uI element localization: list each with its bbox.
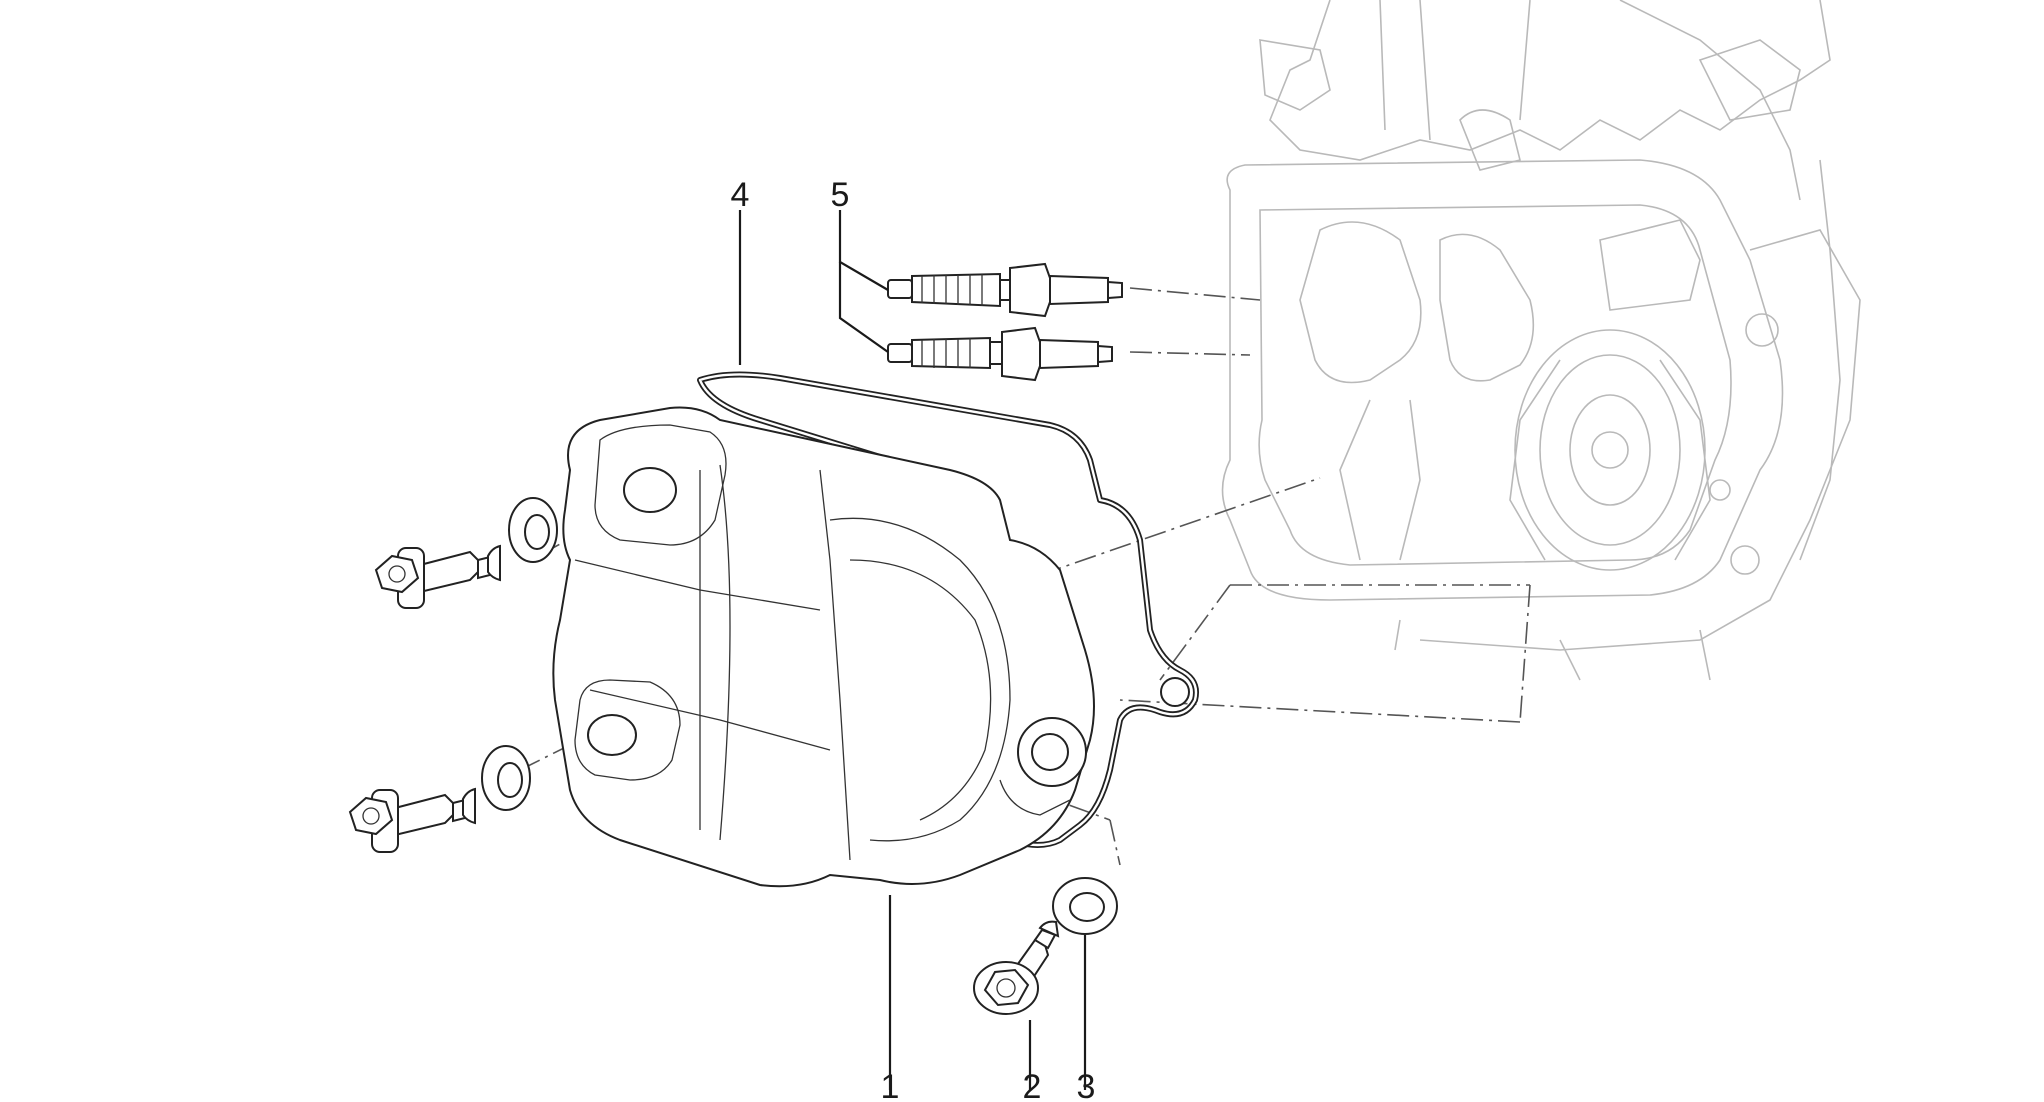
callout-labels: 4 5 1 2 3 bbox=[731, 176, 1096, 1102]
callout-5: 5 bbox=[831, 176, 850, 214]
engine-background bbox=[1221, 0, 1861, 681]
bolt-upper bbox=[374, 544, 501, 609]
washer-bottom bbox=[1052, 877, 1118, 935]
bolt-bottom bbox=[973, 920, 1060, 1015]
callout-4: 4 bbox=[731, 176, 750, 214]
bolt-lower bbox=[348, 787, 476, 853]
spark-plug-upper bbox=[887, 262, 1123, 318]
spark-plug-lower bbox=[887, 326, 1113, 382]
valve-cover bbox=[552, 406, 1095, 888]
callout-3: 3 bbox=[1077, 1068, 1096, 1102]
washer-upper bbox=[508, 497, 558, 563]
callout-2: 2 bbox=[1023, 1068, 1042, 1102]
washer-lower bbox=[481, 745, 531, 811]
leader-lines bbox=[738, 210, 1087, 1090]
callout-1: 1 bbox=[881, 1068, 900, 1102]
